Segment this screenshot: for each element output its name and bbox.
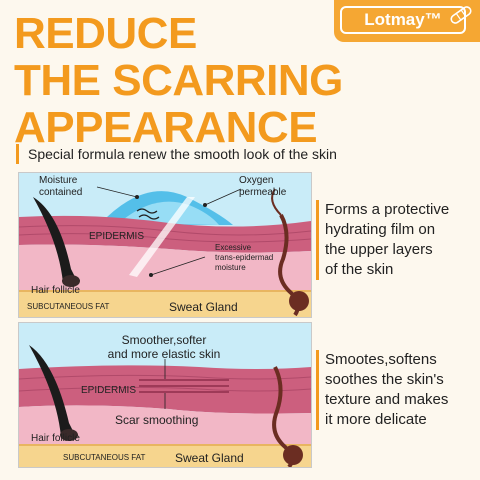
epidermis-layer: [19, 365, 311, 414]
scar-smoothing-label: Scar smoothing: [115, 413, 199, 427]
hair-follicle: [33, 197, 77, 283]
sweat-gland-label: Sweat Gland: [169, 300, 238, 314]
headline-line-2: THE SCARRING: [14, 56, 343, 105]
headline: REDUCE THE SCARRING APPEARANCE: [14, 10, 343, 151]
headline-line-3: APPEARANCE: [14, 103, 318, 152]
subcutaneous-fat-label: SUBCUTANEOUS FAT: [63, 453, 146, 462]
skin-diagram-2: [19, 323, 311, 467]
subcutaneous-fat-layer: [19, 291, 311, 317]
dermis-layer: [19, 244, 311, 291]
hair-follicle: [29, 345, 75, 437]
bandage-icon: [450, 6, 472, 24]
headline-line-1: REDUCE: [14, 9, 197, 58]
brand-name: Lotmay™: [340, 6, 466, 34]
subheadline: Special formula renew the smooth look of…: [16, 144, 337, 164]
epidermis-label: EPIDERMIS: [89, 231, 145, 242]
subcutaneous-fat-layer: [19, 445, 311, 467]
skin-diagram-1: [19, 173, 311, 317]
side-text-2: Smootes,softens soothes the skin's textu…: [316, 350, 480, 430]
brand-badge: Lotmay™: [334, 0, 480, 42]
subcutaneous-fat-label: SUBCUTANEOUS FAT: [27, 302, 110, 311]
side-text-1: Forms a protective hydrating film on the…: [316, 200, 480, 280]
dermis-layer: [19, 405, 311, 445]
hair-follicle-label: Hair follicle: [31, 433, 80, 444]
sweat-gland-label: Sweat Gland: [175, 451, 244, 465]
hair-follicle-label: Hair follicle: [31, 285, 80, 296]
epidermis-label: EPIDERMIS: [81, 385, 137, 396]
